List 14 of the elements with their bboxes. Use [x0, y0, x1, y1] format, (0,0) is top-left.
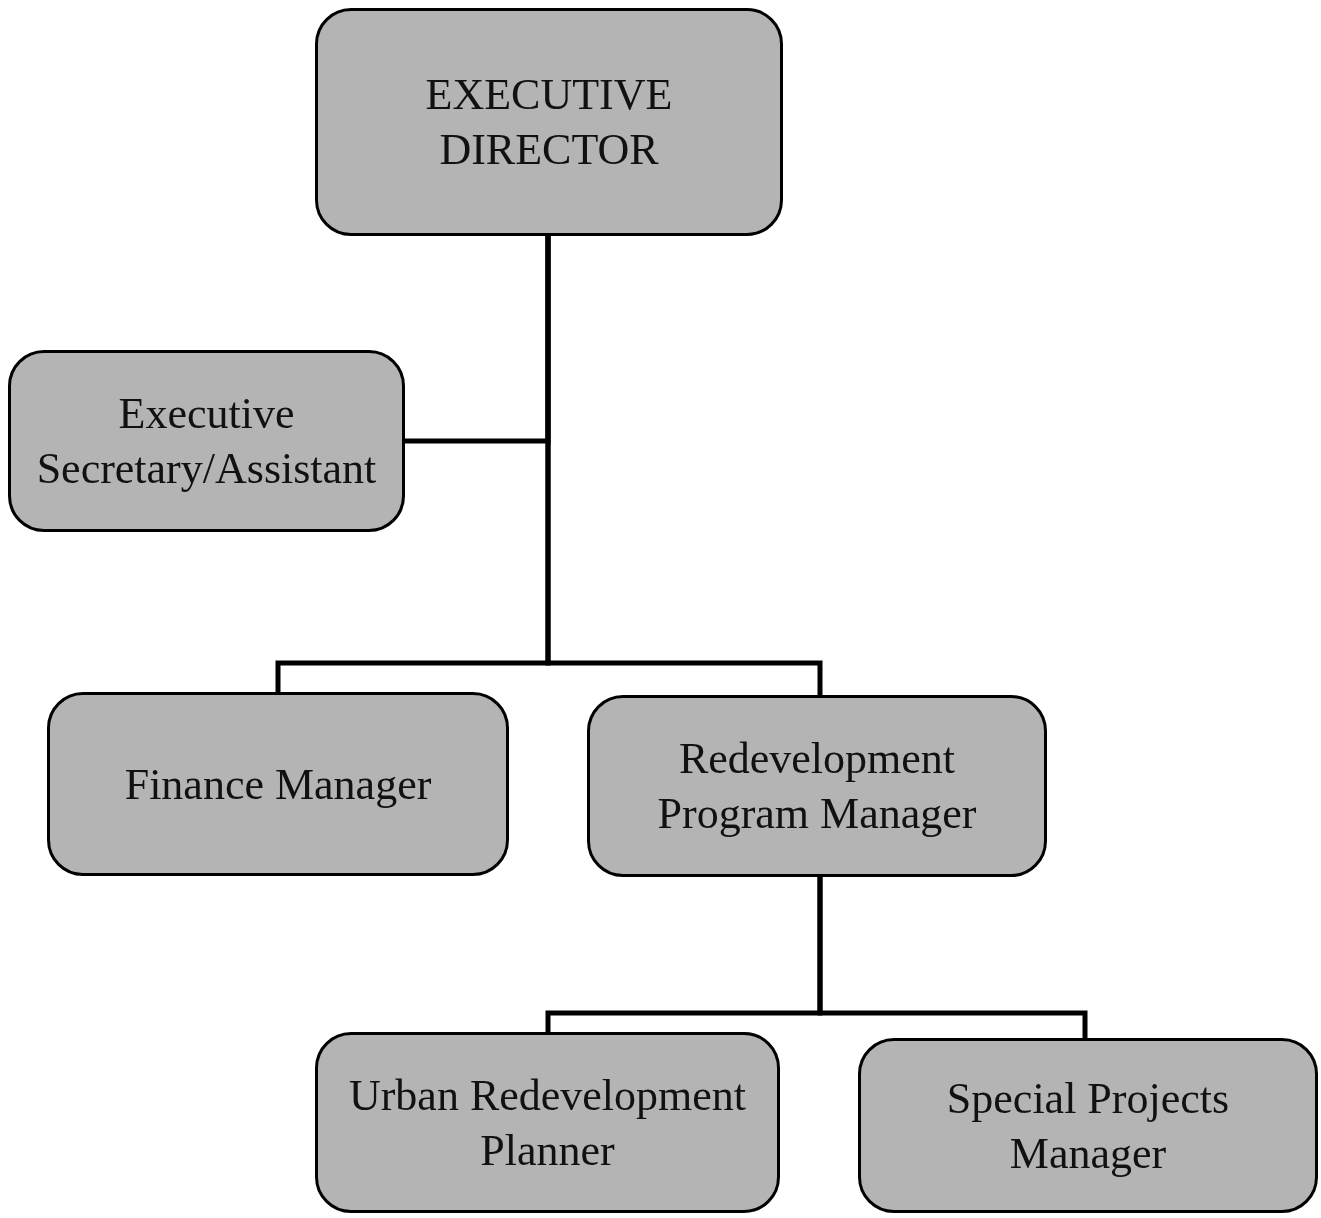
position-box: [858, 1038, 1318, 1213]
connector-line: [545, 236, 823, 695]
position-box: [8, 350, 405, 532]
position-title: Special Projects Manager: [945, 1072, 1231, 1180]
position-box: [315, 1032, 780, 1213]
position-box: [315, 8, 783, 236]
position-box: [587, 695, 1047, 877]
position-title: Urban Redevelopment Planner: [347, 1069, 748, 1177]
position-title: Redevelopment Program Manager: [656, 733, 978, 840]
position-title: EXECUTIVE DIRECTOR: [424, 69, 674, 176]
position-title: Finance Manager: [124, 758, 432, 811]
position-title: Executive Secretary/Assistant: [35, 388, 378, 495]
position-box: [47, 692, 509, 876]
connector-line: [817, 877, 1088, 1038]
